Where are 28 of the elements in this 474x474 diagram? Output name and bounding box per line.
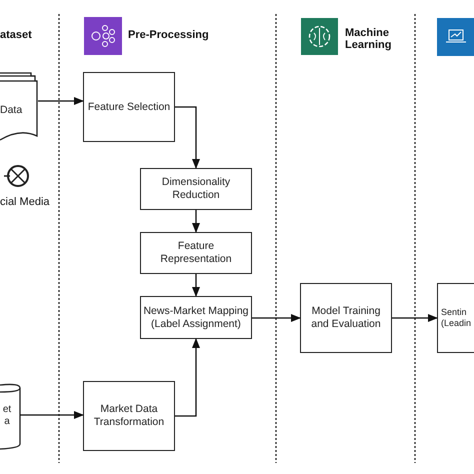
node-text: Sentin (Leadin [441, 307, 472, 329]
arrow [175, 338, 200, 417]
section-heading: Machine Learning [345, 27, 392, 51]
process-box [437, 283, 474, 353]
arrow [20, 411, 84, 419]
node-text: Feature Representation [159, 240, 233, 266]
arrow [192, 274, 200, 297]
process-box [300, 283, 392, 353]
node-text: Dimensionality Reduction [160, 176, 232, 202]
node-text: Market Data Transformation [92, 403, 166, 429]
process-box [83, 381, 175, 451]
section-heading: ataset [0, 29, 32, 41]
node-text: Model Training and Evaluation [310, 305, 382, 331]
process-box [83, 72, 175, 142]
arrow [38, 97, 84, 105]
process-box [140, 168, 252, 210]
node-text: Data [0, 104, 22, 116]
icon-caption: cial Media [0, 196, 50, 208]
arrow [175, 106, 200, 169]
arrow [252, 314, 301, 322]
process-box [140, 232, 252, 274]
node-text: News-Market Mapping (Label Assignment) [142, 304, 250, 330]
process-box [140, 296, 252, 339]
section-heading: Pre-Processing [128, 29, 209, 41]
arrow [192, 210, 200, 233]
node-text: et a [2, 404, 12, 428]
arrow [392, 314, 438, 322]
node-text: Feature Selection [88, 100, 170, 114]
